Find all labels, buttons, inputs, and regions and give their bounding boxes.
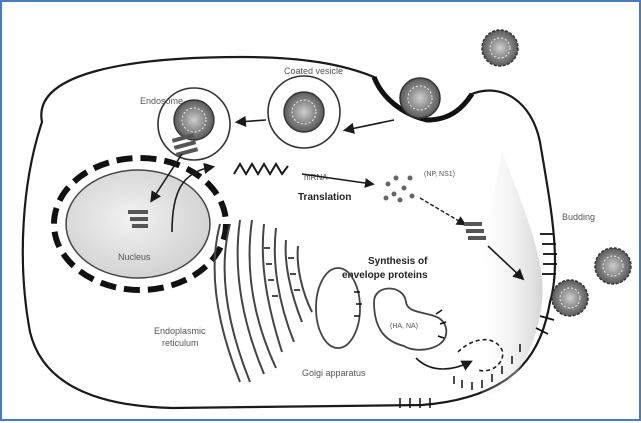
label-ha-na: (HA, NA)	[390, 323, 418, 330]
label-golgi: Golgi apparatus	[302, 368, 366, 378]
virion-extracellular-top	[482, 30, 518, 66]
label-nucleus: Nucleus	[118, 252, 151, 262]
coated-vesicle	[268, 76, 340, 148]
virion-released	[595, 248, 631, 284]
label-endosome: Endosome	[140, 96, 183, 106]
label-translation: Translation	[298, 192, 351, 203]
label-er-line1: Endoplasmic	[154, 326, 206, 336]
label-er-line2: reticulum	[162, 338, 199, 348]
label-budding: Budding	[562, 212, 595, 222]
label-coated-vesicle: Coated vesicle	[284, 66, 343, 76]
virion-budding	[552, 280, 588, 316]
label-synthesis-line2: envelope proteins	[342, 270, 428, 281]
label-np-ns1: (NP, NS1)	[424, 171, 455, 178]
label-synthesis-line1: Synthesis of	[368, 256, 428, 267]
virion-entering	[400, 78, 440, 118]
